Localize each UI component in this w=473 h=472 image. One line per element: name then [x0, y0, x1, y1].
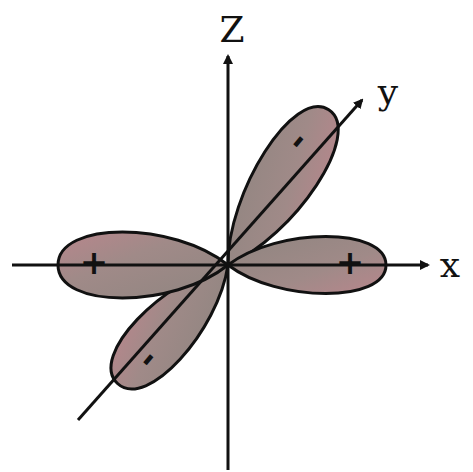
axis-label: x	[440, 247, 460, 283]
z-axis	[227, 56, 230, 470]
y-axis	[78, 100, 362, 420]
phase-sign: +	[336, 245, 365, 279]
axis-label: y	[378, 74, 398, 110]
phase-sign: +	[80, 245, 109, 279]
axis-label: Z	[219, 12, 244, 48]
x-axis	[12, 264, 428, 267]
